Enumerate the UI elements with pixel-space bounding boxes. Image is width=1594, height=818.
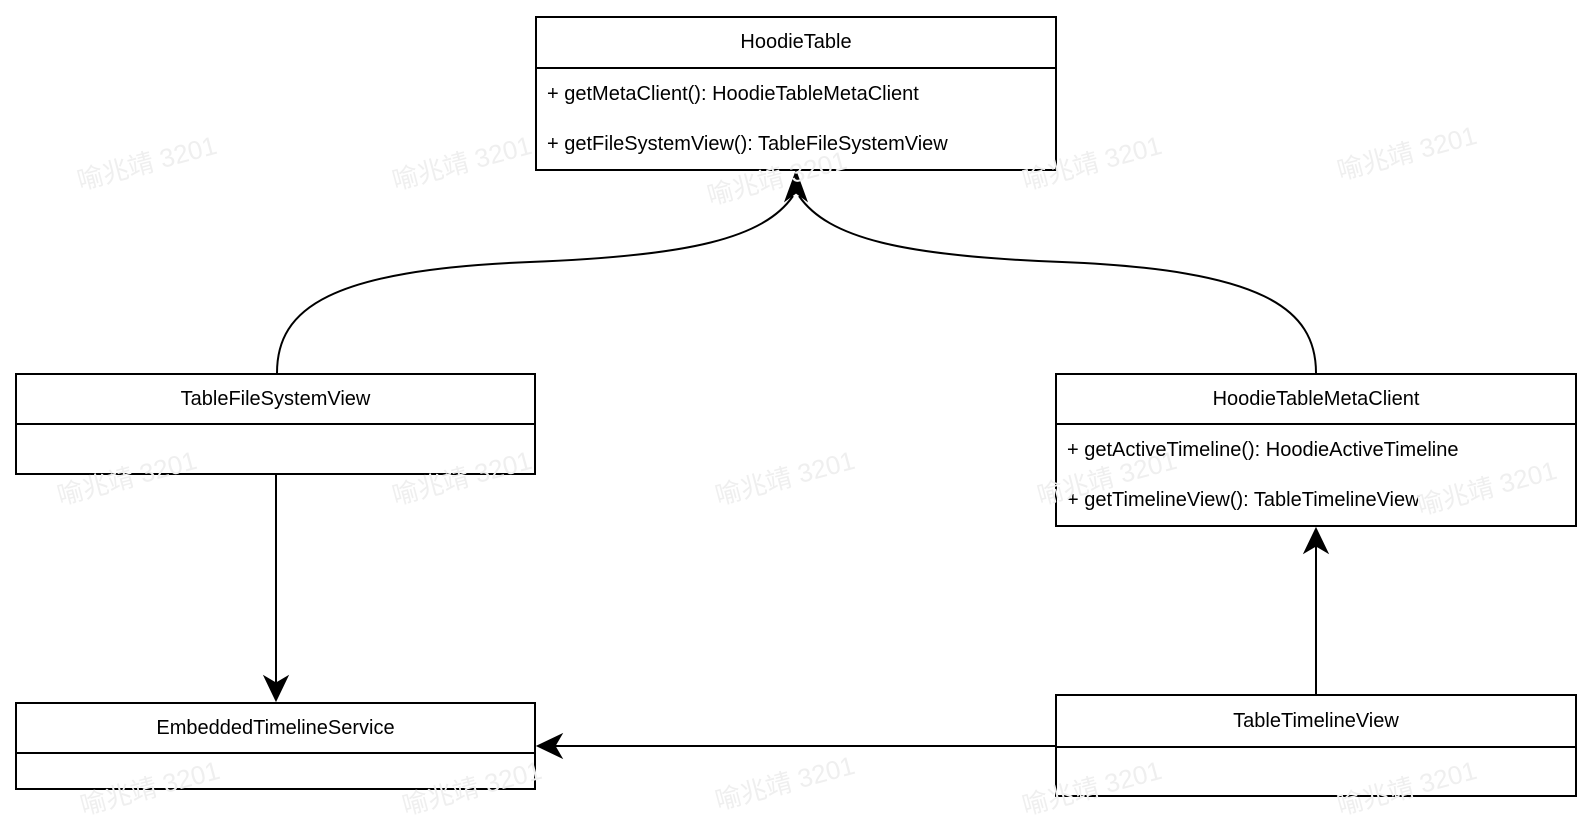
class-methods-empty — [17, 425, 534, 473]
class-title-embeddedtimelineservice: EmbeddedTimelineService — [17, 704, 534, 754]
class-title-hoodietable: HoodieTable — [537, 18, 1055, 69]
class-title-tablefilesystemview: TableFileSystemView — [17, 375, 534, 425]
watermark-text: 喻兆靖 3201 — [711, 749, 858, 816]
arrowhead-up-hoodietable — [783, 169, 809, 203]
edge-tablefilesystemview-to-hoodietable — [276, 195, 794, 374]
class-method: + getActiveTimeline(): HoodieActiveTimel… — [1067, 438, 1459, 461]
class-title-hoodietablemetaclient: HoodieTableMetaClient — [1057, 375, 1575, 425]
watermark-text: 喻兆靖 3201 — [73, 129, 220, 196]
class-box-embeddedtimelineservice: EmbeddedTimelineService — [15, 702, 536, 790]
class-method: + getFileSystemView(): TableFileSystemVi… — [547, 132, 948, 155]
class-methods-empty — [17, 754, 534, 788]
watermark-text: 喻兆靖 3201 — [388, 129, 535, 196]
class-box-hoodietablemetaclient: HoodieTableMetaClient + getActiveTimelin… — [1055, 373, 1577, 527]
class-methods-empty — [1057, 748, 1575, 793]
arrowhead-down-embeddedtimelineservice — [262, 674, 290, 703]
class-box-tablefilesystemview: TableFileSystemView — [15, 373, 536, 475]
arrowhead-up-hoodietablemetaclient — [1302, 526, 1330, 555]
class-title-tabletimelineview: TableTimelineView — [1057, 696, 1575, 748]
class-box-hoodietable: HoodieTable + getMetaClient(): HoodieTab… — [535, 16, 1057, 171]
arrowhead-left-embeddedtimelineservice — [535, 732, 564, 760]
watermark-text: 喻兆靖 3201 — [711, 444, 858, 511]
class-method: + getMetaClient(): HoodieTableMetaClient — [547, 82, 919, 105]
class-box-tabletimelineview: TableTimelineView — [1055, 694, 1577, 797]
watermark-text: 喻兆靖 3201 — [1333, 119, 1480, 186]
class-methods-hoodietable: + getMetaClient(): HoodieTableMetaClient… — [537, 69, 1055, 169]
edge-hoodietablemetaclient-to-hoodietable — [798, 195, 1317, 374]
class-methods-hoodietablemetaclient: + getActiveTimeline(): HoodieActiveTimel… — [1057, 425, 1575, 525]
class-method: + getTimelineView(): TableTimelineView — [1067, 488, 1420, 511]
